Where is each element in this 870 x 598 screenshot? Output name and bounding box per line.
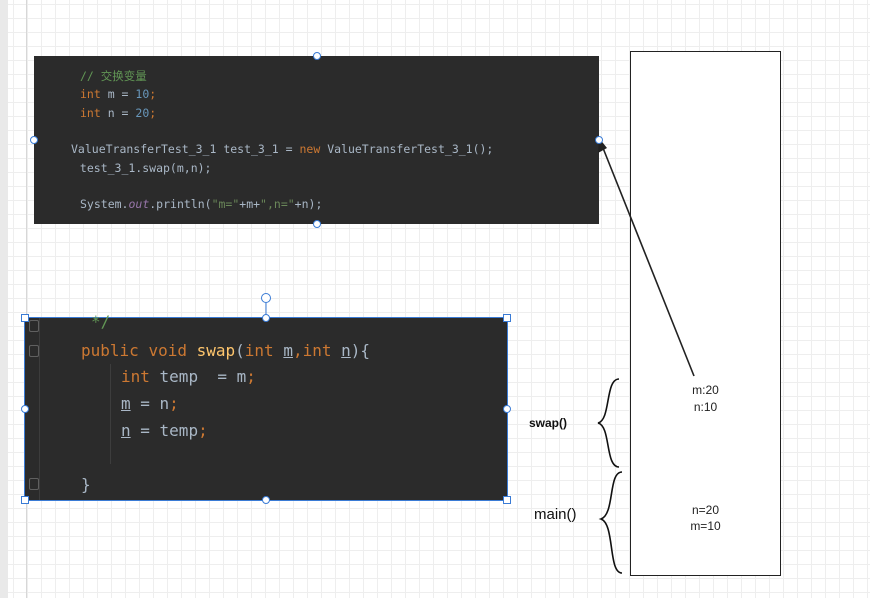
code-line-println: System.out.println("m="+m+",n="+n); — [80, 197, 323, 211]
resize-handle-top-image-n[interactable] — [313, 52, 321, 60]
resize-handle-top-image-s[interactable] — [313, 220, 321, 228]
main-frame-m: m=10 — [690, 519, 721, 533]
code-line-comment: // 交换变量 — [80, 69, 147, 83]
code-line-swap-call: test_3_1.swap(m,n); — [73, 161, 212, 175]
swap-frame-label: swap() — [529, 416, 568, 430]
code-line-close-brace: } — [81, 475, 91, 494]
canvas-left-strip — [0, 0, 8, 598]
code-line-int-m: int m = 10; — [80, 87, 157, 101]
resize-handle-sw[interactable] — [21, 496, 29, 504]
code-image-swap-method[interactable]: */ public void swap(int m,int n){ int te… — [24, 312, 508, 501]
resize-handle-nw[interactable] — [21, 314, 29, 322]
resize-handle-ne[interactable] — [503, 314, 511, 322]
resize-handle-se[interactable] — [503, 496, 511, 504]
swap-frame-m: m:20 — [692, 383, 719, 397]
indent-guide — [110, 364, 111, 464]
code-line-assign-n: n = temp; — [121, 421, 208, 440]
resize-handle-top-image-w[interactable] — [30, 136, 38, 144]
arrow-line — [600, 142, 695, 377]
canvas-left-border — [26, 0, 27, 598]
swap-brace-icon — [597, 378, 620, 468]
code-line-temp: int temp = m; — [121, 367, 256, 386]
resize-handle-top-image-e[interactable] — [595, 136, 603, 144]
rotate-handle[interactable] — [261, 293, 271, 303]
main-brace-icon — [598, 471, 623, 574]
fold-marker-icon[interactable] — [29, 345, 39, 357]
fold-marker-icon[interactable] — [29, 478, 39, 490]
stack-memory-box[interactable]: m:20 n:10 n=20 m=10 — [630, 51, 781, 576]
code-line-new-object: ValueTransferTest_3_1 test_3_1 = new Val… — [71, 142, 494, 156]
code-line-comment-end: */ — [91, 312, 111, 331]
resize-handle-n[interactable] — [262, 314, 270, 322]
main-frame-label: main() — [534, 506, 577, 523]
code-gutter — [25, 318, 40, 500]
resize-handle-w[interactable] — [21, 405, 29, 413]
main-frame-n: n=20 — [691, 503, 720, 517]
code-line-signature: public void swap(int m,int n){ — [81, 341, 371, 360]
fold-marker-icon[interactable] — [29, 320, 39, 332]
resize-handle-s[interactable] — [262, 496, 270, 504]
code-image-caller[interactable]: // 交换变量 int m = 10; int n = 20; ValueTra… — [34, 56, 599, 224]
code-line-assign-m: m = n; — [121, 394, 179, 413]
code-line-int-n: int n = 20; — [80, 106, 157, 120]
swap-frame-n: n:10 — [693, 400, 718, 414]
resize-handle-e[interactable] — [503, 405, 511, 413]
